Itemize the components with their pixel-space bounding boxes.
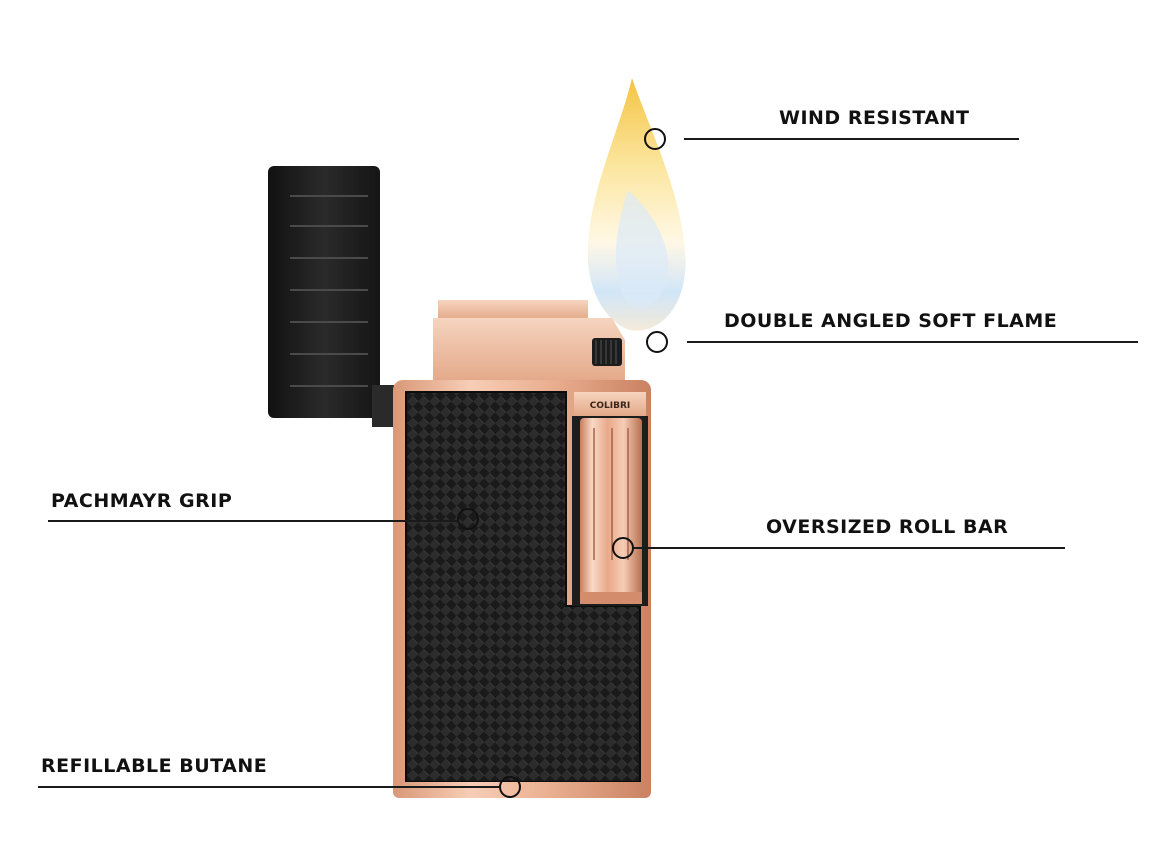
callout-butane: REFILLABLE BUTANE <box>41 755 268 777</box>
callout-line-wind <box>684 138 1019 140</box>
callout-line-flame <box>687 341 1138 343</box>
callout-line-butane <box>38 786 500 788</box>
callout-soft-flame: DOUBLE ANGLED SOFT FLAME <box>724 310 1058 332</box>
callout-marker-butane <box>499 776 521 798</box>
callout-marker-flame <box>646 331 668 353</box>
callout-wind-resistant: WIND RESISTANT <box>779 107 970 129</box>
callout-marker-grip <box>457 508 479 530</box>
callout-roll-bar: OVERSIZED ROLL BAR <box>766 516 1009 538</box>
roll-bar <box>572 416 648 606</box>
burner-head <box>433 300 625 382</box>
callout-marker-wind <box>644 128 666 150</box>
flame <box>587 78 686 331</box>
brand-mark: COLIBRI <box>590 401 630 411</box>
callout-marker-roll <box>612 537 634 559</box>
bottom-trim <box>393 782 651 798</box>
callout-line-grip <box>48 520 457 522</box>
callout-line-roll <box>634 547 1065 549</box>
callout-pachmayr-grip: PACHMAYR GRIP <box>51 490 233 512</box>
lighter-lid <box>268 166 394 427</box>
